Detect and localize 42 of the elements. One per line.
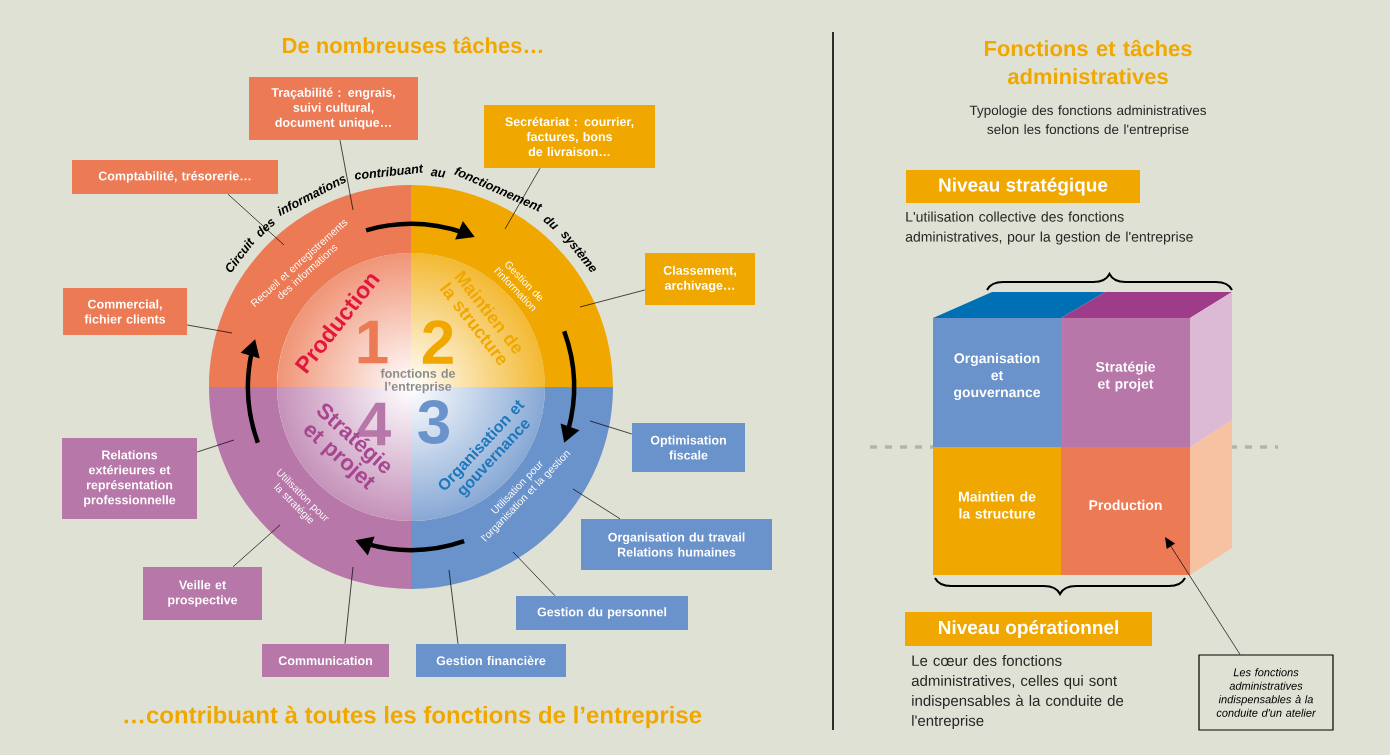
heading: De nombreuses tâches… <box>283 36 542 54</box>
leader-line <box>579 289 646 308</box>
function-number: 2 <box>422 320 453 364</box>
cube-block: Stratégie et projet <box>1061 292 1232 447</box>
task-box: Gestion financière <box>416 644 566 677</box>
cube-block: Maintien de la structure <box>933 447 1061 575</box>
task-box: Secrétariat : courrier, factures, bons de livraison… <box>484 105 655 168</box>
subtitle: Typologie des fonctions administratives selon les fonctions de l'entreprise <box>969 105 1206 137</box>
leader-line <box>232 524 281 568</box>
leader-line <box>504 167 541 230</box>
leader-line <box>572 488 621 520</box>
task-box: Veille et prospective <box>143 567 262 620</box>
leader-line <box>448 569 459 645</box>
leader-line <box>512 551 556 597</box>
task-box: Communication <box>262 644 389 677</box>
description-text: Le cœur des fonctions administratives, celles qui sont indispensables à la conduite de l'entreprise <box>911 655 1124 729</box>
level-banner: Niveau stratégique <box>906 170 1140 203</box>
callout-arrow <box>1165 537 1241 655</box>
callout-box: Les fonctions administratives indispensables à la conduite d'un atelier <box>1198 654 1334 731</box>
cycle-arrow <box>365 221 475 240</box>
task-box: Comptabilité, trésorerie… <box>72 160 278 194</box>
task-box: Gestion du personnel <box>516 596 688 630</box>
heading: …contribuant à toutes les fonctions de l’entreprise <box>124 705 702 729</box>
cycle-arrow <box>560 330 580 443</box>
cube-block: Production <box>1061 420 1232 575</box>
task-box: Classement, archivage… <box>645 253 755 305</box>
leader-line <box>227 193 285 246</box>
level-banner: Niveau opérationnel <box>905 612 1152 646</box>
task-box: Traçabilité : engrais, suivi cultural, document unique… <box>249 77 418 140</box>
leader-line <box>589 420 633 435</box>
leader-line <box>196 439 235 453</box>
heading: Fonctions et tâches administratives <box>984 39 1192 85</box>
cycle-arrow <box>240 339 260 444</box>
task-box: Relations extérieures et représentation professionnelle <box>62 438 197 519</box>
task-box: Organisation du travail Relations humaines <box>581 519 772 570</box>
task-box: Optimisation fiscale <box>632 423 745 472</box>
leader-line <box>339 139 354 211</box>
leader-line <box>344 566 354 645</box>
leader-line <box>186 324 233 334</box>
cycle-arrow <box>355 536 465 556</box>
description-text: L'utilisation collective des fonctions administratives, pour la gestion de l'entreprise <box>905 211 1193 245</box>
task-box: Commercial, fichier clients <box>63 288 187 335</box>
